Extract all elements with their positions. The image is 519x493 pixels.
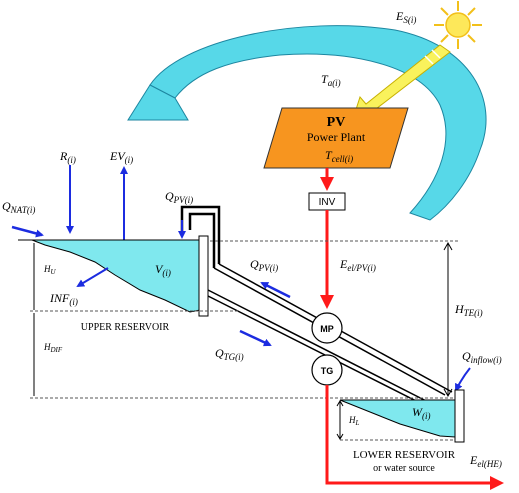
infiltration-arrow <box>76 267 109 288</box>
natural-inflow-arrow <box>11 225 44 238</box>
hl-label: HL <box>348 415 360 427</box>
pv-title: PV <box>327 115 346 130</box>
inverter-label: INV <box>319 197 336 208</box>
upper-dam-wall <box>198 235 209 317</box>
level-reference-lines <box>30 240 460 441</box>
solar-irradiance-label: ES(i) <box>395 9 416 25</box>
pv-energy-label: Eel/PV(i) <box>339 257 376 273</box>
atmosphere-swoosh-arrow <box>127 25 487 221</box>
upper-volume-label: V(i) <box>155 262 171 278</box>
natural-inflow-label: QNAT(i) <box>2 199 35 215</box>
hl-dimension <box>336 400 344 440</box>
lower-reservoir-label: LOWER RESERVOIR <box>353 449 456 461</box>
pv-power-plant-panel: PV Power Plant Tcell(i) <box>263 107 409 169</box>
hydro-energy-label: Eel(HE) <box>469 453 502 469</box>
motor-pump-label: MP <box>320 324 334 334</box>
hdif-label: HDIF <box>43 342 63 354</box>
turbine-generator: TG <box>311 354 343 386</box>
pumping-flow-label: QPV(i) <box>250 257 278 273</box>
cell-temp-label: Tcell(i) <box>325 148 353 164</box>
hte-dimension <box>443 241 453 398</box>
pumping-flow-arrow <box>260 281 291 299</box>
upper-reservoir <box>18 239 201 313</box>
pump-flow-top-label: QPV(i) <box>165 189 193 205</box>
turbine-flow-label: QTG(i) <box>215 346 244 362</box>
inverter-box: INV <box>308 192 346 211</box>
infiltration-label: INF(i) <box>49 291 78 307</box>
lower-dam-wall <box>454 389 465 443</box>
motor-pump: MP <box>311 312 343 344</box>
ambient-temp-label: Ta(i) <box>321 72 341 88</box>
generator-output-line <box>325 385 504 490</box>
upper-reservoir-label: UPPER RESERVOIR <box>81 322 170 333</box>
lower-inflow-arrow <box>455 367 471 392</box>
hu-label: HU <box>43 264 57 276</box>
pv-subtitle: Power Plant <box>307 130 366 144</box>
hte-label: HTE(i) <box>454 302 483 318</box>
turbine-generator-label: TG <box>321 366 334 376</box>
lower-inflow-label: Qinflow(i) <box>462 349 502 365</box>
evaporation-label: EV(i) <box>109 149 133 165</box>
lower-volume-label: W(i) <box>412 405 431 421</box>
rainfall-label: R(i) <box>59 149 76 165</box>
sun-icon <box>434 1 482 49</box>
turbine-flow-arrow <box>239 329 272 347</box>
water-source-label: or water source <box>373 463 435 474</box>
